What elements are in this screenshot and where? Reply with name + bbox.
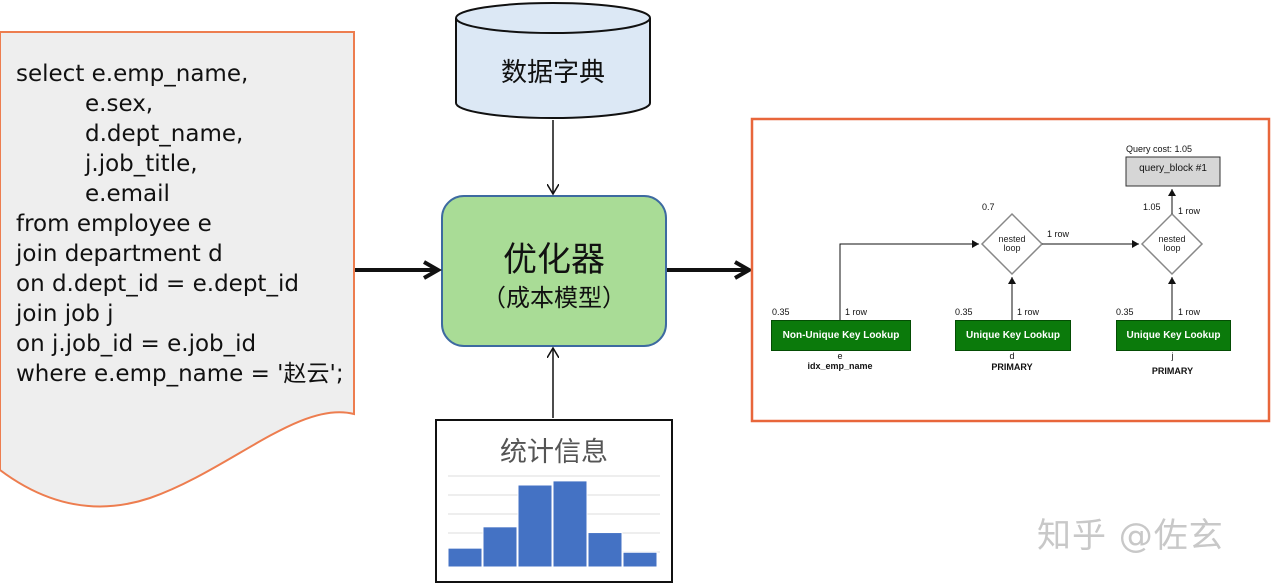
nested-loop-1-line1: nested: [998, 234, 1026, 244]
query-block-label: query_block #1: [1139, 163, 1207, 174]
data-dictionary-cylinder: [455, 2, 651, 119]
table-e-access-box: Non-Unique Key Lookup: [771, 320, 911, 351]
histogram-bar: [517, 484, 553, 568]
sql-line: where e.emp_name = '赵云';: [16, 361, 344, 387]
e-to-loop1-connector: [839, 240, 979, 320]
sql-line: e.sex,: [85, 91, 154, 117]
histogram-bar: [587, 532, 623, 568]
loop1-rows-label: 1 row: [1047, 229, 1070, 239]
watermark: 知乎 @佐玄: [1037, 516, 1224, 556]
table-e-alias: e: [837, 351, 843, 361]
sql-line: on j.job_id = e.job_id: [16, 331, 257, 357]
loop1-cost-label: 0.7: [982, 202, 995, 212]
sql-line: d.dept_name,: [85, 121, 244, 147]
nested-loop-1-diamond: [980, 212, 1044, 276]
table-e-cost: 0.35: [772, 307, 790, 317]
nested-loop-2-line2: loop: [1163, 243, 1181, 253]
histogram-bar: [482, 526, 518, 568]
histogram-bar: [622, 551, 658, 568]
sql-line: j.job_title,: [85, 151, 198, 177]
table-d-key: PRIMARY: [991, 362, 1033, 372]
table-j-access-box: Unique Key Lookup: [1116, 320, 1231, 351]
optimizer-box: [441, 195, 667, 347]
table-j-alias: j: [1171, 351, 1174, 361]
query-block-box: [1125, 156, 1221, 187]
table-j-rows: 1 row: [1178, 307, 1201, 317]
sql-document-shape: [0, 31, 355, 508]
histogram-bars: [447, 480, 658, 568]
table-e-key: idx_emp_name: [807, 361, 873, 371]
histogram-bar: [552, 480, 588, 568]
sql-line: on d.dept_id = e.dept_id: [16, 271, 299, 297]
table-j-cost: 0.35: [1116, 307, 1134, 317]
statistics-title: 统计信息: [500, 437, 608, 468]
table-d-rows: 1 row: [1017, 307, 1040, 317]
table-e-rows: 1 row: [845, 307, 868, 317]
data-dictionary-label: 数据字典: [500, 58, 605, 88]
table-d-access-box: Unique Key Lookup: [955, 320, 1071, 351]
sql-line: join department d: [16, 241, 223, 267]
nested-loop-2-diamond: [1140, 212, 1204, 276]
histogram-bar: [447, 547, 483, 568]
top-rows-label: 1 row: [1178, 206, 1201, 216]
table-d-alias: d: [1009, 351, 1015, 361]
query-cost-label: Query cost: 1.05: [1126, 144, 1193, 154]
nested-loop-2-label: nested loop: [1152, 235, 1192, 253]
sql-line: join job j: [16, 301, 114, 327]
table-j-key: PRIMARY: [1151, 366, 1194, 376]
nested-loop-1-line2: loop: [1003, 243, 1021, 253]
optimizer-title: 优化器: [503, 240, 605, 280]
optimizer-subtitle: （成本模型）: [482, 284, 626, 312]
sql-line: select e.emp_name,: [16, 61, 249, 87]
table-d-cost: 0.35: [955, 307, 973, 317]
nested-loop-2-line1: nested: [1158, 234, 1186, 244]
sql-line: e.email: [85, 181, 170, 207]
top-cost-label: 1.05: [1143, 202, 1161, 212]
sql-line: from employee e: [16, 211, 212, 237]
nested-loop-1-label: nested loop: [992, 235, 1032, 253]
